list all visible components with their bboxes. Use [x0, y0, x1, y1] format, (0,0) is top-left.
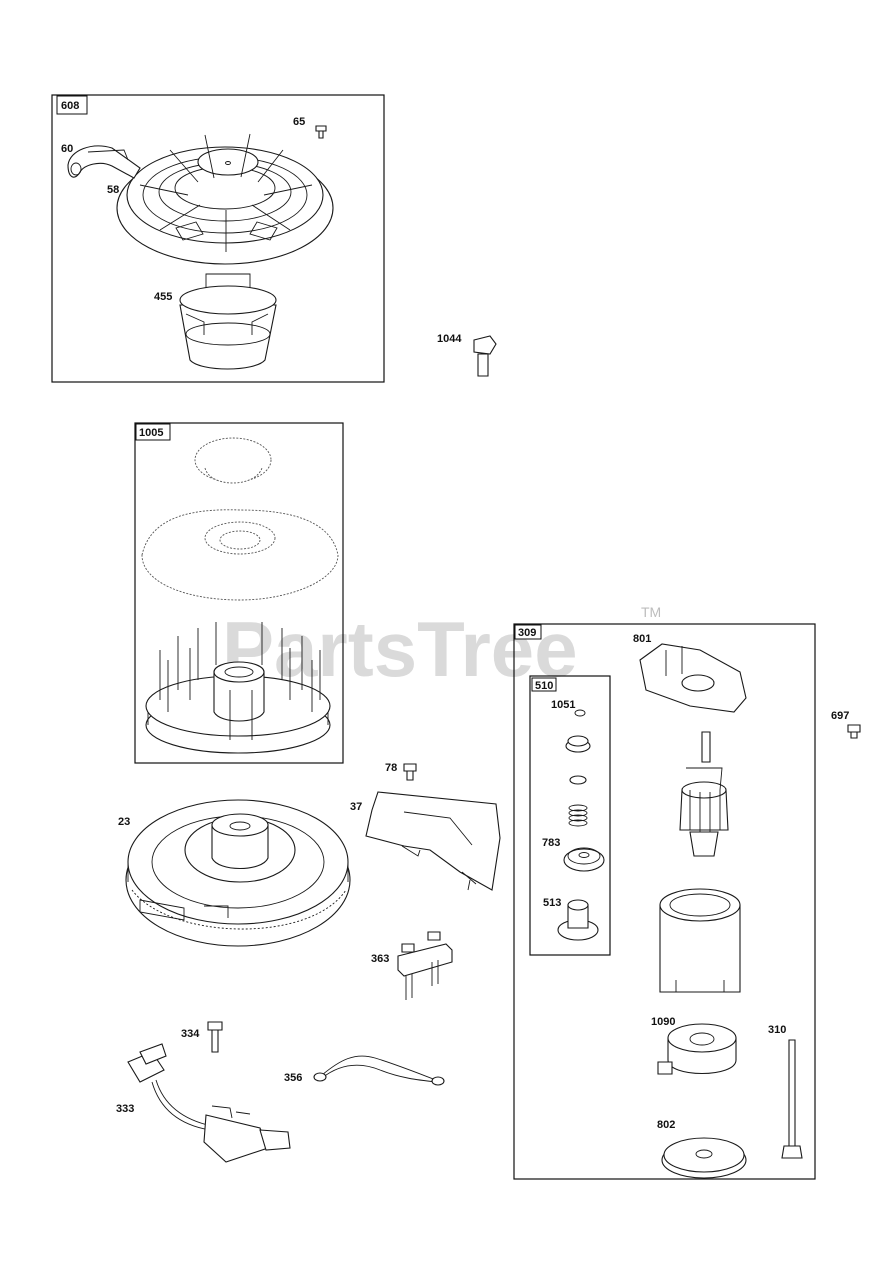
armature[interactable]	[679, 731, 729, 857]
group-309-tag: 309	[518, 627, 536, 639]
fan-cover-dashed[interactable]	[141, 509, 339, 601]
end-cap-801[interactable]	[639, 643, 747, 713]
end-cap-802[interactable]	[661, 1137, 747, 1179]
label-363: 363	[371, 953, 389, 965]
motor-frame[interactable]	[659, 888, 741, 993]
label-802: 802	[657, 1119, 675, 1131]
bolt-334[interactable]	[207, 1021, 223, 1053]
bracket-1090[interactable]	[657, 1023, 737, 1075]
through-bolt-310[interactable]	[781, 1039, 803, 1159]
group-608-tag: 608	[61, 100, 79, 112]
air-guide-37[interactable]	[365, 791, 501, 891]
label-697: 697	[831, 710, 849, 722]
label-23: 23	[118, 816, 130, 828]
recoil-starter-housing[interactable]	[116, 133, 334, 265]
flywheel-23[interactable]	[125, 799, 351, 947]
cooling-fan[interactable]	[145, 622, 331, 754]
label-65: 65	[293, 116, 305, 128]
label-1044: 1044	[437, 333, 462, 345]
label-1090: 1090	[651, 1016, 675, 1028]
label-37: 37	[350, 801, 362, 813]
drive-513[interactable]	[557, 899, 599, 941]
spring[interactable]	[568, 804, 588, 827]
group-510-tag: 510	[535, 680, 553, 692]
starter-handle[interactable]	[67, 145, 141, 179]
label-333: 333	[116, 1103, 134, 1115]
group-608: 608	[51, 94, 385, 383]
bolt-1044[interactable]	[473, 335, 497, 377]
bracket-363[interactable]	[397, 931, 453, 1000]
label-78: 78	[385, 762, 397, 774]
watermark-text: PartsTree	[222, 605, 578, 693]
collar[interactable]	[565, 735, 591, 753]
screw-78[interactable]	[403, 763, 417, 781]
screw-697[interactable]	[847, 724, 861, 739]
label-356: 356	[284, 1072, 302, 1084]
label-513: 513	[543, 897, 561, 909]
group-309: 309	[513, 623, 816, 1180]
label-801: 801	[633, 633, 651, 645]
label-783: 783	[542, 837, 560, 849]
ground-wire-356[interactable]	[313, 1055, 445, 1086]
starter-cup-455[interactable]	[179, 273, 277, 370]
retaining-ring-1051[interactable]	[574, 709, 586, 717]
group-1005: 1005	[134, 422, 344, 764]
label-334: 334	[181, 1028, 200, 1040]
screw-65[interactable]	[315, 125, 327, 139]
group-510: 510	[529, 675, 611, 956]
label-455: 455	[154, 291, 172, 303]
label-60: 60	[61, 143, 73, 155]
washer[interactable]	[569, 775, 587, 785]
watermark-trademark: TM	[641, 604, 661, 620]
pinion-gear-783[interactable]	[563, 847, 605, 872]
cap-dashed[interactable]	[194, 437, 272, 484]
label-58: 58	[107, 184, 119, 196]
ignition-module-333[interactable]	[127, 1043, 291, 1163]
label-1051: 1051	[551, 699, 575, 711]
label-310: 310	[768, 1024, 786, 1036]
group-1005-tag: 1005	[139, 427, 163, 439]
